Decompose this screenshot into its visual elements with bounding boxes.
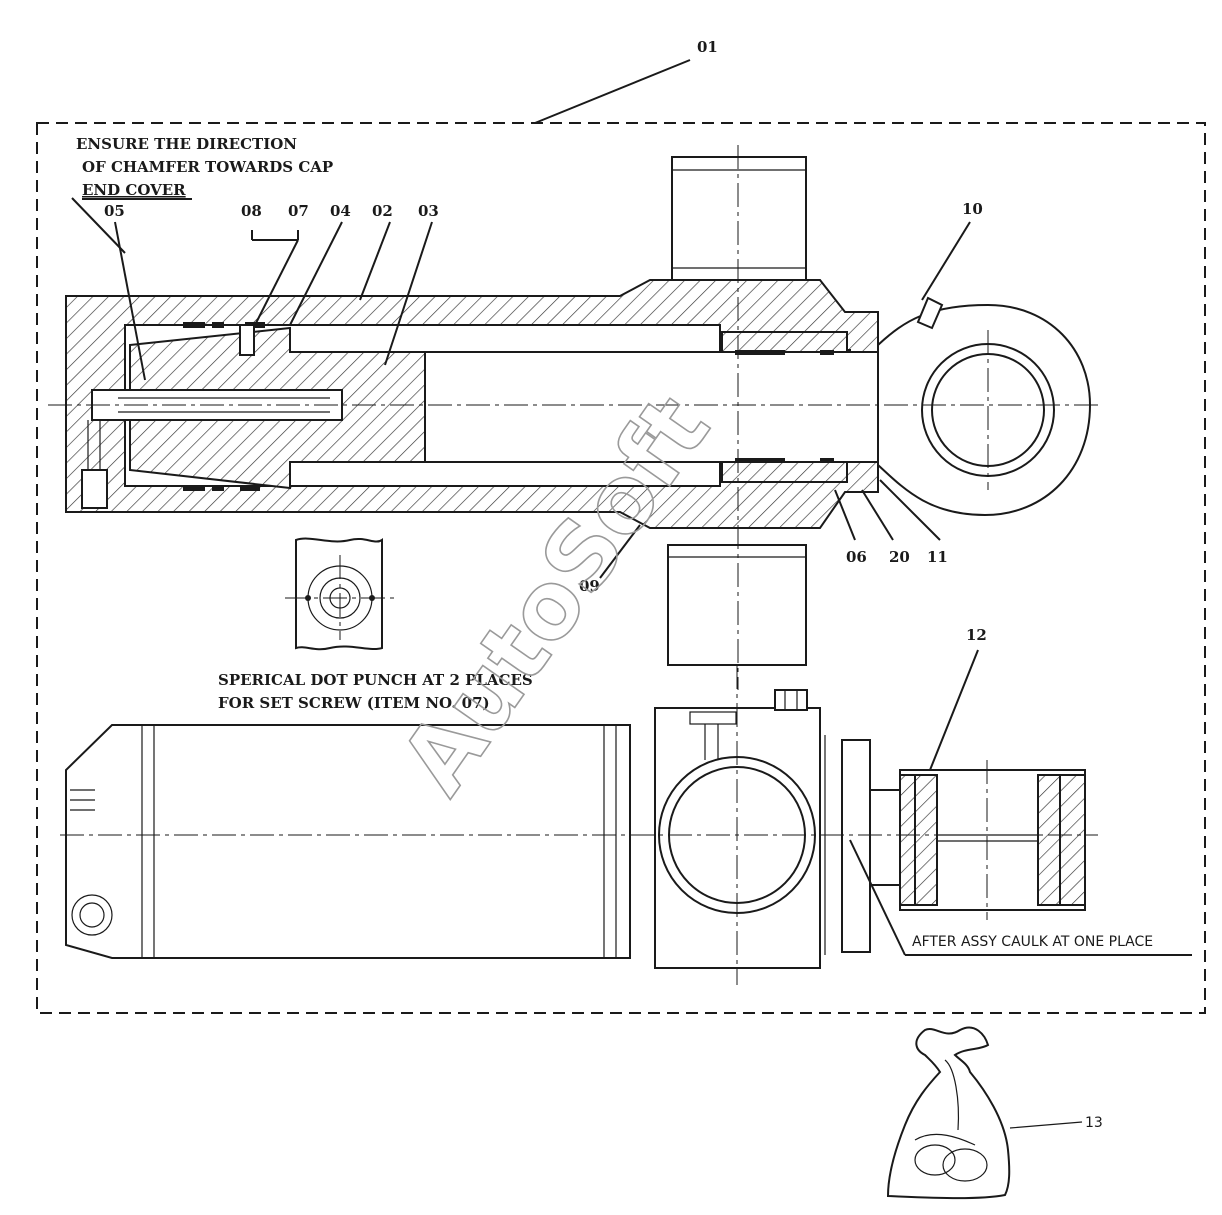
label-12: 12: [966, 626, 987, 644]
label-03: 03: [418, 202, 439, 220]
label-05: 05: [104, 202, 125, 220]
label-01: 01: [697, 38, 718, 56]
callout-01: 01: [534, 38, 718, 124]
elevation-view: [60, 665, 1098, 985]
label-13: 13: [1085, 1115, 1103, 1131]
barrel-elevation: [65, 724, 631, 959]
note-chamfer-line3: END COVER: [82, 181, 186, 199]
label-08: 08: [241, 202, 262, 220]
label-10: 10: [962, 200, 983, 218]
label-04: 04: [330, 202, 351, 220]
assembly-boundary: [36, 122, 1206, 1014]
label-06: 06: [846, 548, 867, 566]
note-chamfer-line1: ENSURE THE DIRECTION: [76, 135, 297, 153]
set-screw-detail: [285, 537, 395, 651]
note-punch-line1: SPERICAL DOT PUNCH AT 2 PLACES: [218, 671, 533, 689]
note-chamfer-line2: OF CHAMFER TOWARDS CAP: [82, 158, 333, 176]
parts-bag-icon: [886, 1026, 1011, 1200]
trunnion-upper: [671, 156, 807, 281]
annotation-notes: ENSURE THE DIRECTION OF CHAMFER TOWARDS …: [76, 135, 1153, 950]
label-07: 07: [288, 202, 309, 220]
item-labels: 05 08 07 04 02 03 10 06 20 11 09 12 13: [104, 200, 1103, 1131]
grease-nipple: [916, 296, 944, 330]
section-view: [48, 145, 1098, 690]
note-caulk: AFTER ASSY CAULK AT ONE PLACE: [912, 934, 1153, 950]
label-02: 02: [372, 202, 393, 220]
leaders: [71, 197, 1192, 1129]
label-09: 09: [579, 577, 600, 595]
gland-collar: [841, 739, 871, 953]
label-11: 11: [927, 548, 948, 566]
label-20: 20: [889, 548, 910, 566]
note-punch-line2: FOR SET SCREW (ITEM NO. 07): [218, 694, 490, 712]
trunnion-lower: [667, 544, 807, 666]
set-screw: [239, 324, 255, 356]
